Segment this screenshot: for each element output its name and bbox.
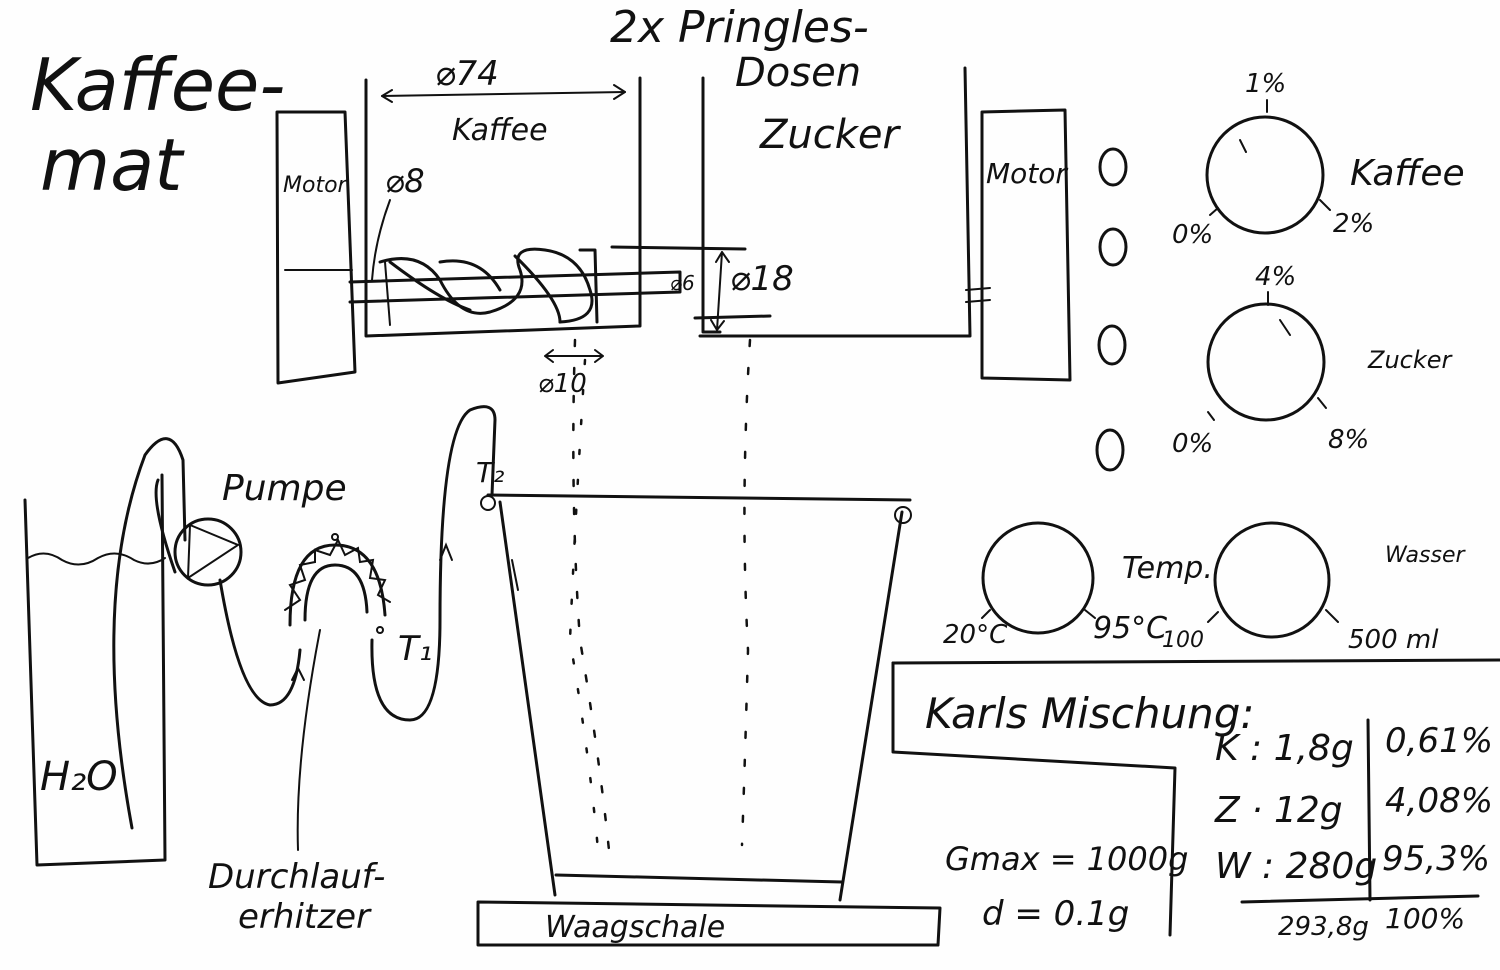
heater-label-2: erhitzer <box>238 897 372 937</box>
zucker-knob[interactable]: 4% 0% 8% Zucker <box>1172 262 1454 459</box>
recipe-total-item: 293,8g <box>1278 912 1369 942</box>
dim-can-label: ⌀74 <box>435 54 499 94</box>
zucker-knob-label: Zucker <box>1367 346 1454 374</box>
wasser-knob-label: Wasser <box>1385 543 1466 568</box>
temp-max: 95°C <box>1093 611 1167 646</box>
sugar-label: Zucker <box>759 112 902 158</box>
recipe-row-1-pct: 0,61% <box>1385 721 1493 761</box>
button-column <box>1095 147 1128 472</box>
dim-tube-label: ⌀18 <box>730 259 794 299</box>
button-3[interactable] <box>1097 324 1127 366</box>
motor-left-label: Motor <box>283 173 349 198</box>
recipe-row-1-item: K : 1,8g <box>1215 728 1354 769</box>
dim-outlet-label: ⌀10 <box>538 369 587 399</box>
scale-label: Waagschale <box>545 910 725 945</box>
title-line-1: Kaffee- <box>30 43 285 127</box>
kaffee-max: 2% <box>1333 209 1374 239</box>
dim-shaft-label: ⌀6 <box>670 271 695 295</box>
recipe-row-3-pct: 95,3% <box>1382 839 1490 879</box>
wasser-min: 100 <box>1162 628 1204 653</box>
sugar-container: Zucker ⌀6 ⌀18 ⌀10 <box>538 66 972 399</box>
sensor-t1: T₁ <box>398 629 432 669</box>
wasser-max: 500 ml <box>1348 625 1439 655</box>
temp-min: 20°C <box>943 620 1008 650</box>
pump: Pumpe <box>173 468 347 587</box>
kaffee-knob[interactable]: 1% 0% 2% Kaffee <box>1172 69 1465 250</box>
scale-resolution: d = 0.1g <box>982 894 1129 934</box>
coffee-container: ⌀74 Kaffee ⌀8 <box>364 54 642 338</box>
flow-heater: T₁ Durchlauf- erhitzer <box>208 533 432 937</box>
motor-right: Motor <box>965 108 1072 382</box>
kaffee-knob-label: Kaffee <box>1350 153 1465 194</box>
recipe-total-pct: 100% <box>1385 902 1465 935</box>
water-tubing <box>112 405 497 830</box>
sensor-t2: T₂ <box>476 456 504 489</box>
water-tank-label: H₂O <box>40 754 118 800</box>
header-line-2: Dosen <box>735 50 861 96</box>
wasser-knob[interactable]: 100 500 ml Wasser <box>1162 521 1466 655</box>
recipe-display: Karls Mischung: K : 1,8g 0,61% Z · 12g 4… <box>891 658 1500 942</box>
recipe-row-2-pct: 4,08% <box>1385 781 1493 821</box>
scale-gmax: Gmax = 1000g <box>945 840 1188 878</box>
zucker-mid: 4% <box>1255 262 1296 292</box>
kaffee-min: 0% <box>1172 220 1213 250</box>
button-4[interactable] <box>1095 428 1125 472</box>
recipe-title: Karls Mischung: <box>925 689 1255 738</box>
kaffee-mid: 1% <box>1245 69 1286 99</box>
header-line-1: 2x Pringles- <box>610 2 869 53</box>
heater-label-1: Durchlauf- <box>208 857 385 897</box>
temp-knob-label: Temp. <box>1122 551 1213 586</box>
falling-ingredients <box>568 338 752 862</box>
dim-coupling-label: ⌀8 <box>385 162 425 200</box>
zucker-min: 0% <box>1172 429 1213 459</box>
recipe-row-3-item: W : 280g <box>1215 846 1377 887</box>
zucker-max: 8% <box>1328 425 1369 455</box>
scale-pan: Waagschale <box>476 900 942 947</box>
temp-knob[interactable]: 20°C 95°C Temp. <box>943 521 1213 650</box>
auger-screw <box>348 247 682 326</box>
motor-left: Motor <box>275 110 357 385</box>
water-tank: H₂O <box>23 473 167 867</box>
button-2[interactable] <box>1098 227 1128 267</box>
recipe-row-2-item: Z · 12g <box>1214 790 1343 831</box>
pump-label: Pumpe <box>222 468 347 509</box>
motor-right-label: Motor <box>986 157 1068 190</box>
coffee-label: Kaffee <box>452 113 548 148</box>
title-line-2: mat <box>40 123 185 207</box>
button-1[interactable] <box>1098 147 1128 187</box>
coffee-cup: T₂ <box>476 456 912 902</box>
